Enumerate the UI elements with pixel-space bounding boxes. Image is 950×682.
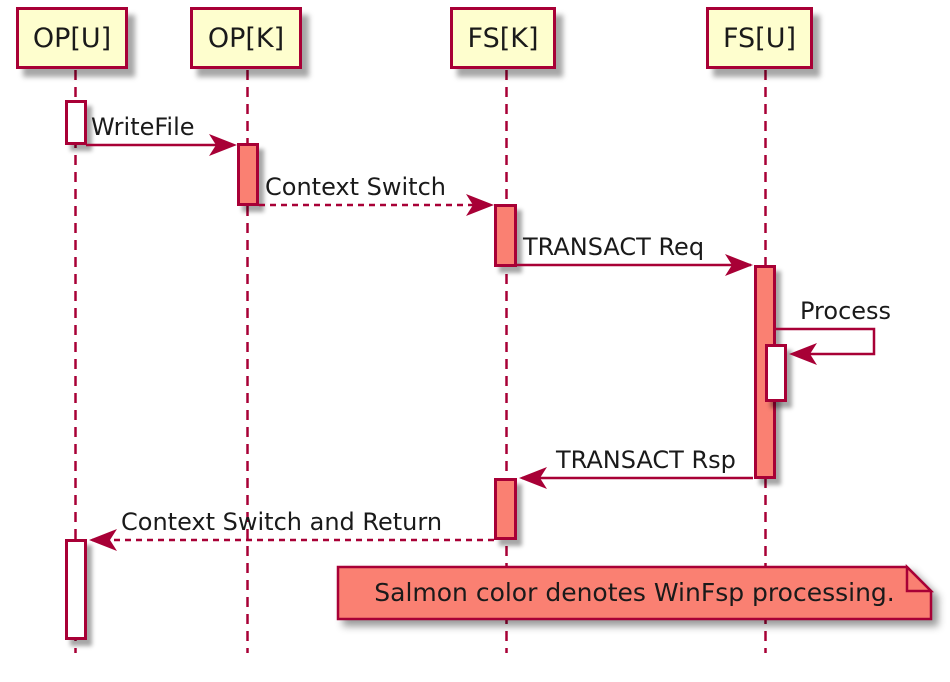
message-label-transact-rsp: TRANSACT Rsp [556,446,736,474]
participant-opk: OP[K] [190,7,302,69]
activation-fsk-request [494,204,517,267]
participant-fsk-label: FS[K] [467,22,539,54]
participant-fsk: FS[K] [450,7,556,69]
message-label-process: Process [800,297,892,325]
activation-opk [237,143,259,206]
activation-opu-writefile [65,100,87,145]
participant-opu: OP[U] [16,7,128,69]
participant-opk-label: OP[K] [207,22,285,54]
participant-opu-label: OP[U] [32,22,112,54]
activation-fsk-response [494,478,517,540]
activation-opu-return [65,539,87,640]
message-label-writefile: WriteFile [91,113,195,141]
participant-fsu-label: FS[U] [722,22,797,54]
note-text: Salmon color denotes WinFsp processing. [374,578,895,607]
message-label-context-switch: Context Switch [265,173,446,201]
participant-fsu: FS[U] [706,7,813,69]
message-label-transact-req: TRANSACT Req [523,233,705,261]
activation-fsu-process [765,344,787,402]
message-label-context-switch-return: Context Switch and Return [121,508,443,536]
